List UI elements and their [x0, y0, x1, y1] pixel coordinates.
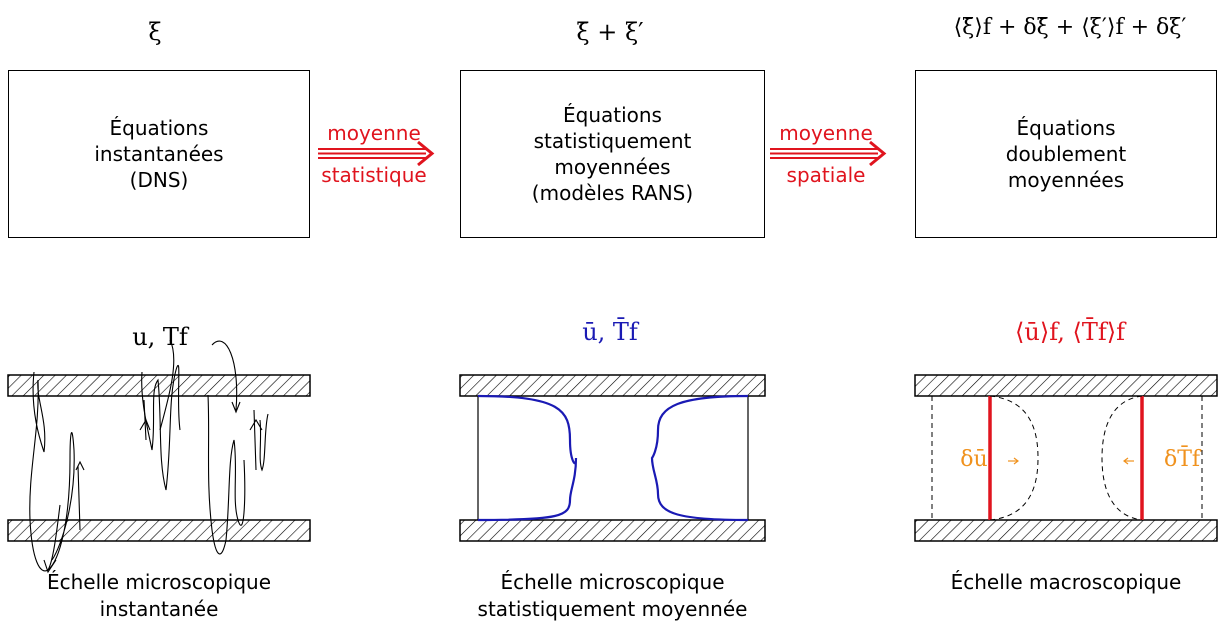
caption-instantaneous: Échelle microscopique instantanée [8, 569, 310, 623]
mean-temperature-profile [650, 394, 749, 522]
scale-label-statistical: ū, T̄f [582, 318, 638, 346]
channel-right [914, 374, 1218, 542]
channel-middle [459, 374, 766, 542]
velocity-deviation-profile [989, 395, 1039, 521]
scale-label-macroscopic: ⟨ū⟩f, ⟨T̄f⟩f [1015, 318, 1125, 346]
wall-bottom-right [914, 519, 1218, 542]
delta-temperature-label: δT̄f [1163, 447, 1201, 472]
arrow-statistique-top-label: moyenne [327, 121, 421, 145]
caption-instantaneous-line1: Échelle microscopique [46, 570, 272, 594]
box-rans: Équations statistiquement moyennées (mod… [460, 70, 765, 238]
wall-bottom-left [7, 519, 311, 542]
box-dns-label: Équations instantanées (DNS) [94, 116, 224, 192]
delta-velocity-label: δū [960, 447, 988, 472]
symbol-instantaneous: ξ [148, 18, 162, 46]
arrow-spatiale [770, 140, 887, 167]
arrow-statistique-bottom-label: statistique [321, 163, 427, 187]
caption-macroscopic-line1: Échelle macroscopique [950, 570, 1182, 594]
caption-macroscopic: Échelle macroscopique [915, 569, 1217, 596]
caption-instantaneous-line2: instantanée [99, 597, 219, 621]
wall-top-middle [459, 374, 766, 397]
symbol-statistical-decomposition: ξ̄ + ξ′ [576, 18, 644, 46]
symbol-double-decomposition: ⟨ξ̄⟩f + δξ̄ + ⟨ξ′⟩f + δξ′ [953, 15, 1187, 40]
box-double-averaged: Équations doublement moyennées [915, 70, 1217, 238]
caption-statistical-line1: Échelle microscopique [500, 570, 725, 594]
channel-left [7, 339, 311, 574]
temperature-deviation-profile [1101, 395, 1143, 521]
box-rans-label: Équations statistiquement moyennées (mod… [531, 103, 694, 205]
mean-velocity-profile [477, 394, 578, 522]
caption-statistical-line2: statistiquement moyennée [477, 597, 748, 621]
wall-top-right [914, 374, 1218, 397]
scale-label-instantaneous: u, Tf [132, 323, 188, 351]
wall-bottom-middle [459, 519, 766, 542]
caption-statistical: Échelle microscopique statistiquement mo… [460, 569, 765, 623]
arrow-spatiale-bottom-label: spatiale [786, 163, 866, 187]
arrow-spatiale-top-label: moyenne [779, 121, 873, 145]
box-double-averaged-label: Équations doublement moyennées [1005, 116, 1127, 192]
turbulent-trajectories [29, 339, 269, 574]
box-dns: Équations instantanées (DNS) [8, 70, 310, 238]
arrow-statistique [318, 140, 435, 167]
